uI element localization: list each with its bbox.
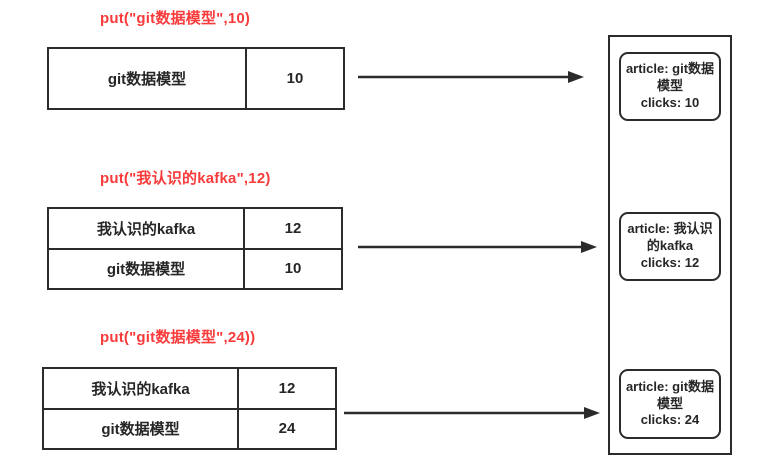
key-cell: git数据模型 [44,409,239,448]
clicks-text: clicks: 24 [640,412,700,428]
clicks-text: clicks: 12 [640,254,700,270]
value-cell: 10 [284,260,302,278]
table-row: git数据模型 24 [44,407,335,448]
put-call-label-3: put("git数据模型",24)) [100,329,256,346]
table-row: 我认识的kafka 12 [44,369,335,408]
put-call-label-2: put("我认识的kafka",12) [100,170,271,187]
map-table-1: git数据模型 10 [47,47,345,110]
store-entry-3: article: git数据模型 clicks: 24 [619,369,721,439]
article-text: article: git数据模型 [625,61,715,94]
value-cell: 24 [278,420,296,438]
key-cell: 我认识的kafka [49,209,245,248]
table-row: git数据模型 10 [49,49,343,108]
value-cell: 12 [278,379,296,397]
arrow-right-3 [344,407,600,419]
arrow-right-1 [358,71,584,83]
key-cell: git数据模型 [49,249,245,288]
map-table-3: 我认识的kafka 12 git数据模型 24 [42,367,337,450]
article-text: article: 我认识的kafka [627,221,713,254]
clicks-text: clicks: 10 [640,94,700,110]
arrow-right-2 [358,241,597,253]
put-call-label-1: put("git数据模型",10) [100,10,251,27]
key-cell: git数据模型 [49,49,247,108]
store-container: article: git数据模型 clicks: 10 article: 我认识… [608,35,732,455]
article-text: article: git数据模型 [625,378,715,411]
store-entry-1: article: git数据模型 clicks: 10 [619,52,721,121]
store-entry-2: article: 我认识的kafka clicks: 12 [619,212,721,281]
value-cell: 10 [286,70,304,87]
table-row: git数据模型 10 [49,247,341,288]
key-cell: 我认识的kafka [44,369,239,408]
value-cell: 12 [284,219,302,237]
map-table-2: 我认识的kafka 12 git数据模型 10 [47,207,343,290]
table-row: 我认识的kafka 12 [49,209,341,248]
